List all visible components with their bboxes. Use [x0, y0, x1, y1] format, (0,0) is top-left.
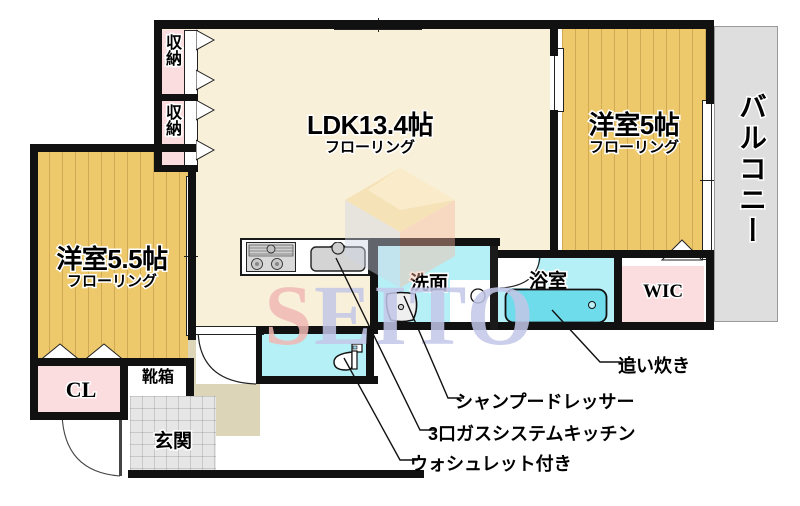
- wall-toilet-right: [366, 326, 374, 384]
- storage-lower: [158, 100, 184, 166]
- entrance-door-leaf: [119, 414, 122, 476]
- room-bedroom-right-sub: フローリング: [587, 139, 680, 157]
- room-washroom-label: 洗面: [408, 272, 449, 295]
- wall-ldk-bottom-left: [188, 326, 196, 340]
- storage-lower-text: 収納: [162, 103, 182, 138]
- wall-shoebox-right: [186, 358, 194, 396]
- room-closet: [36, 366, 126, 414]
- wall-storage-bottom: [154, 165, 198, 172]
- room-bedroom-right-label: 洋室5帖 フローリング: [562, 110, 706, 157]
- room-bedroom-right-floor: [562, 26, 706, 258]
- storage-upper-text: 収納: [162, 33, 182, 68]
- wall-toilet-bottom: [256, 376, 378, 384]
- wall-bedroomleft-left: [30, 144, 38, 420]
- room-entrance: [130, 396, 216, 476]
- wall-bath-right: [614, 250, 622, 330]
- room-ldk-label: LDK13.4帖 フローリング: [268, 110, 472, 157]
- storage-lower-label: 収納: [158, 103, 184, 140]
- wall-ldk-top: [154, 20, 558, 29]
- wall-toilet-left: [256, 326, 262, 382]
- bath-door-swing-area: [498, 258, 538, 288]
- partition-washroom-bath: [490, 246, 498, 330]
- wall-bedroomleft-ldk-lower: [188, 165, 196, 175]
- room-shoebox-label: 靴箱: [140, 368, 175, 388]
- wall-bedroomright-bottom: [614, 250, 714, 258]
- wall-entrance-bottom: [128, 470, 424, 478]
- room-bedroom-left-name: 洋室5.5帖: [55, 244, 170, 275]
- wall-ldk-right-lower: [550, 110, 558, 250]
- wall-bath-top: [496, 250, 622, 258]
- storage-upper-label: 収納: [158, 33, 184, 70]
- room-bath-label: 浴室: [527, 270, 568, 293]
- wall-wet-bottom: [370, 322, 626, 330]
- wall-toilet-top: [256, 326, 378, 334]
- room-wic: [622, 266, 704, 322]
- room-closet-label: CL: [64, 376, 98, 402]
- wall-wic-bottom: [614, 322, 714, 330]
- storage-upper: [158, 30, 184, 96]
- ldk-door-area: [196, 328, 260, 384]
- window-bedroom-right-balcony-mullion: [700, 180, 714, 181]
- bath-door-arc-icon: [499, 256, 541, 289]
- washbasin-icon: [385, 291, 418, 323]
- wall-closet-bottom: [30, 412, 126, 420]
- annotation-gas-kitchen: 3口ガスシステムキッチン: [428, 424, 636, 444]
- wall-storage-divider: [154, 94, 198, 101]
- ldk-door-arc-icon: [197, 328, 257, 385]
- entrance-door-arc-icon: [61, 414, 121, 477]
- wall-between-bedroomleft-ldk: [188, 165, 196, 340]
- wall-bedroomleft-top: [30, 144, 196, 152]
- annotation-reheat: 追い炊き: [618, 356, 690, 376]
- toilet-washlet-icon: [333, 343, 363, 371]
- wall-bedroomleft-bottom: [30, 358, 188, 366]
- room-ldk-sub: フローリング: [323, 139, 416, 157]
- room-bedroom-left-label: 洋室5.5帖 フローリング: [26, 244, 198, 291]
- room-bedroom-left-sub: フローリング: [65, 273, 158, 291]
- room-bedroom-left-floor: [36, 150, 188, 362]
- room-shoebox: [130, 366, 186, 396]
- wall-bedroomright-right-lower: [706, 254, 714, 330]
- room-entrance-label: 玄関: [152, 430, 193, 453]
- room-bedroom-right-name: 洋室5帖: [587, 110, 681, 141]
- wall-washroom-left: [370, 238, 378, 330]
- washroom-drain-icon: [470, 288, 486, 304]
- wall-closet-right: [120, 358, 128, 420]
- wall-wet-top: [370, 238, 500, 246]
- kitchen-sink-icon: [310, 242, 366, 272]
- storage-door-arrows-icon: [196, 29, 216, 161]
- room-balcony-label: バルコニー: [735, 91, 769, 249]
- window-bedroom-right-top: [554, 48, 564, 112]
- annotation-washlet: ウォシュレット付き: [410, 454, 572, 474]
- room-wic-label: WIC: [641, 280, 684, 303]
- annotation-shampoo-dresser: シャンプードレッサー: [455, 392, 635, 412]
- room-ldk-name: LDK13.4帖: [305, 110, 435, 141]
- washroom-white-corner: [450, 280, 492, 324]
- wall-bedroomright-top: [550, 20, 714, 29]
- room-balcony: [714, 26, 778, 322]
- wall-bedroomright-right-upper: [706, 20, 714, 104]
- gas-stove-icon: [246, 242, 296, 272]
- wall-ldk-right-upper: [550, 20, 558, 56]
